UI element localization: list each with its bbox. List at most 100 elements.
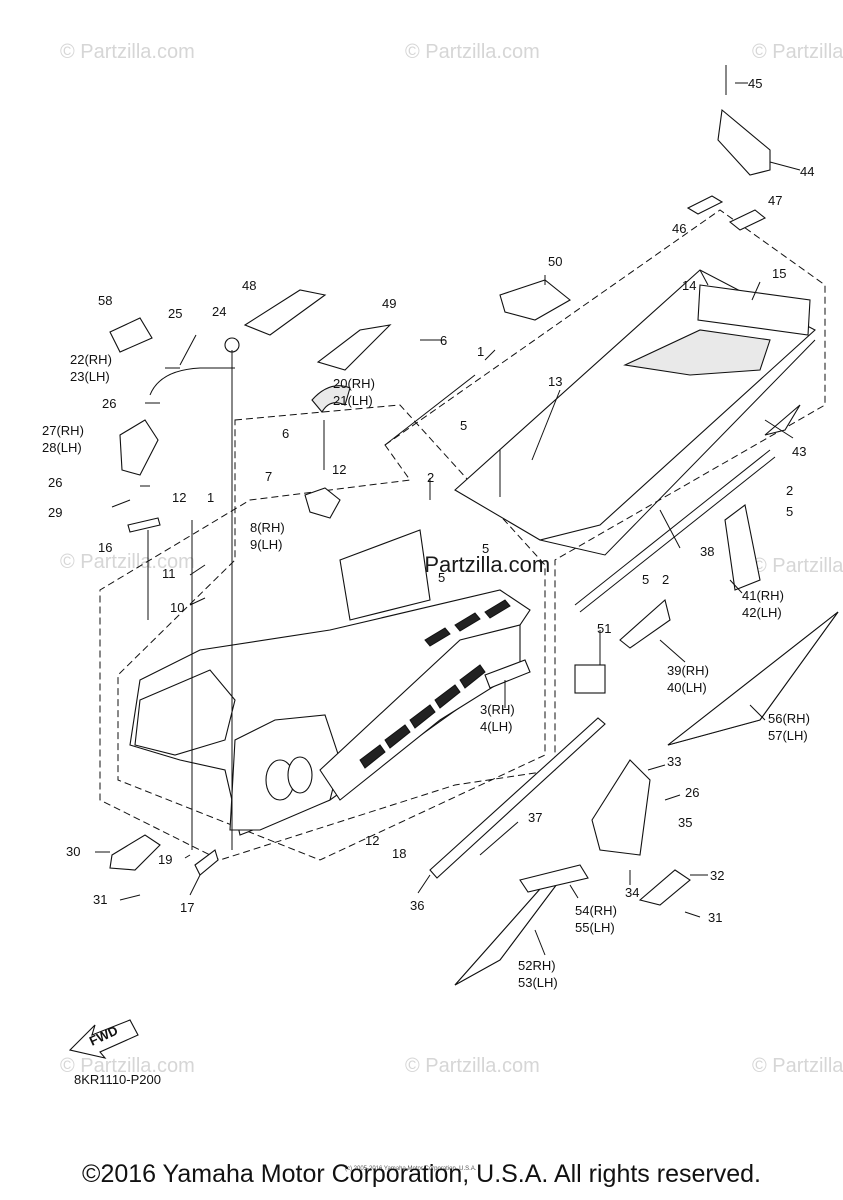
callout-5b: 5 [786, 504, 793, 519]
callout-18: 18 [392, 846, 406, 861]
callout-6: 6 [440, 333, 447, 348]
outline-inner-frame [117, 404, 546, 861]
part-25-bolt [179, 334, 197, 366]
callout-17: 17 [180, 900, 194, 915]
part-17-clip [194, 849, 219, 876]
watermark: © Partzilla.com [60, 41, 195, 63]
callout-5: 5 [460, 418, 467, 433]
part-30-cover [109, 834, 161, 871]
fwd-arrow-shape [68, 1019, 139, 1059]
rear-bumper-bracket [697, 284, 811, 336]
part-16-strip [127, 517, 161, 533]
callout-1: 1 [477, 344, 484, 359]
callout-31: 31 [93, 892, 107, 907]
callout-26c: 26 [685, 785, 699, 800]
callout-36: 36 [410, 898, 424, 913]
part-49-pad [316, 324, 392, 371]
callout-4lh: 4(LH) [480, 719, 513, 734]
trim-54-55 [519, 864, 589, 893]
callout-28lh: 28(LH) [42, 440, 82, 455]
tunnel-panel [454, 269, 816, 556]
watermark: © Partzilla.com [752, 1055, 843, 1077]
outline-frame-assembly [99, 209, 826, 861]
fine-print: (c) 2005-2016 Yamaha Motor Corporation, … [345, 1166, 477, 1172]
callout-52rh: 52RH) [518, 958, 556, 973]
callout-15: 15 [772, 266, 786, 281]
callout-34: 34 [625, 885, 639, 900]
frame-hole [287, 756, 313, 794]
part-22-23-bracket [149, 367, 235, 396]
callout-25: 25 [168, 306, 182, 321]
callout-5e: 5 [642, 572, 649, 587]
callout-1b: 1 [207, 490, 214, 505]
callout-29: 29 [48, 505, 62, 520]
callout-21lh: 21(LH) [333, 393, 373, 408]
part-8-9-bracket [304, 487, 341, 519]
callout-11: 11 [162, 566, 176, 581]
center-watermark: © Partzilla.com [402, 552, 550, 577]
callout-20rh: 20(RH) [333, 376, 375, 391]
truss-hole [434, 684, 461, 709]
part-39-40-guard [619, 598, 671, 649]
callout-labels: 45 44 46 47 50 14 15 48 49 58 25 24 6 1 … [42, 76, 814, 990]
side-decals [454, 611, 839, 986]
diagram-code: 8KR1110-P200 [74, 1072, 161, 1087]
callout-6b: 6 [282, 426, 289, 441]
rail-38-edge [579, 456, 776, 613]
callout-3rh: 3(RH) [480, 702, 515, 717]
part-24-nut [224, 337, 240, 353]
callout-55lh: 55(LH) [575, 920, 615, 935]
part-46-pad [686, 195, 724, 215]
heat-shield-pad [623, 329, 771, 376]
watermark: © Partzilla.com [60, 1055, 195, 1077]
callout-22rh: 22(RH) [70, 352, 112, 367]
callout-40lh: 40(LH) [667, 680, 707, 695]
watermark: © Partzilla.com [752, 555, 843, 577]
callout-56rh: 56(RH) [768, 711, 810, 726]
callout-32: 32 [710, 868, 724, 883]
callout-51: 51 [597, 621, 611, 636]
callout-5c: 5 [482, 541, 489, 556]
callout-48: 48 [242, 278, 256, 293]
callout-50: 50 [548, 254, 562, 269]
callout-26b: 26 [48, 475, 62, 490]
callout-14: 14 [682, 278, 696, 293]
decal-56-57-outline [667, 611, 839, 746]
callout-53lh: 53(LH) [518, 975, 558, 990]
callout-30: 30 [66, 844, 80, 859]
part-58-cap [109, 317, 153, 353]
rail-37 [429, 717, 606, 879]
callout-2c: 2 [662, 572, 669, 587]
leader-lines [95, 82, 801, 956]
part-41-42-flap [724, 504, 761, 591]
callout-44: 44 [800, 164, 814, 179]
callout-37: 37 [528, 810, 542, 825]
truss-holes [359, 599, 511, 769]
watermark-group: © Partzilla.com © Partzilla.com © Partzi… [60, 41, 843, 1077]
part-50-pad [499, 279, 571, 321]
callout-5d: 5 [438, 570, 445, 585]
part-44-bracket [717, 108, 771, 176]
part-3-4-bracket [484, 659, 531, 689]
truss-hole [424, 627, 451, 647]
truss-hole [384, 724, 411, 749]
watermark: © Partzilla.com [752, 41, 843, 63]
fwd-arrow-icon: FWD [68, 1019, 139, 1059]
callout-39rh: 39(RH) [667, 663, 709, 678]
callout-9lh: 9(LH) [250, 537, 283, 552]
part-32-cover [638, 869, 691, 906]
watermark: © Partzilla.com [60, 551, 195, 573]
truss-hole [359, 744, 386, 769]
rail-38 [574, 449, 771, 606]
truss-hole [409, 704, 436, 729]
callout-54rh: 54(RH) [575, 903, 617, 918]
callout-35: 35 [678, 815, 692, 830]
callout-2b: 2 [786, 483, 793, 498]
callout-23lh: 23(LH) [70, 369, 110, 384]
copyright-notice: ©2016 Yamaha Motor Corporation, U.S.A. A… [82, 1160, 761, 1188]
part-51-block [574, 664, 606, 694]
watermark: © Partzilla.com [405, 1055, 540, 1077]
callout-42lh: 42(LH) [742, 605, 782, 620]
part-20-21-boot [311, 385, 351, 413]
